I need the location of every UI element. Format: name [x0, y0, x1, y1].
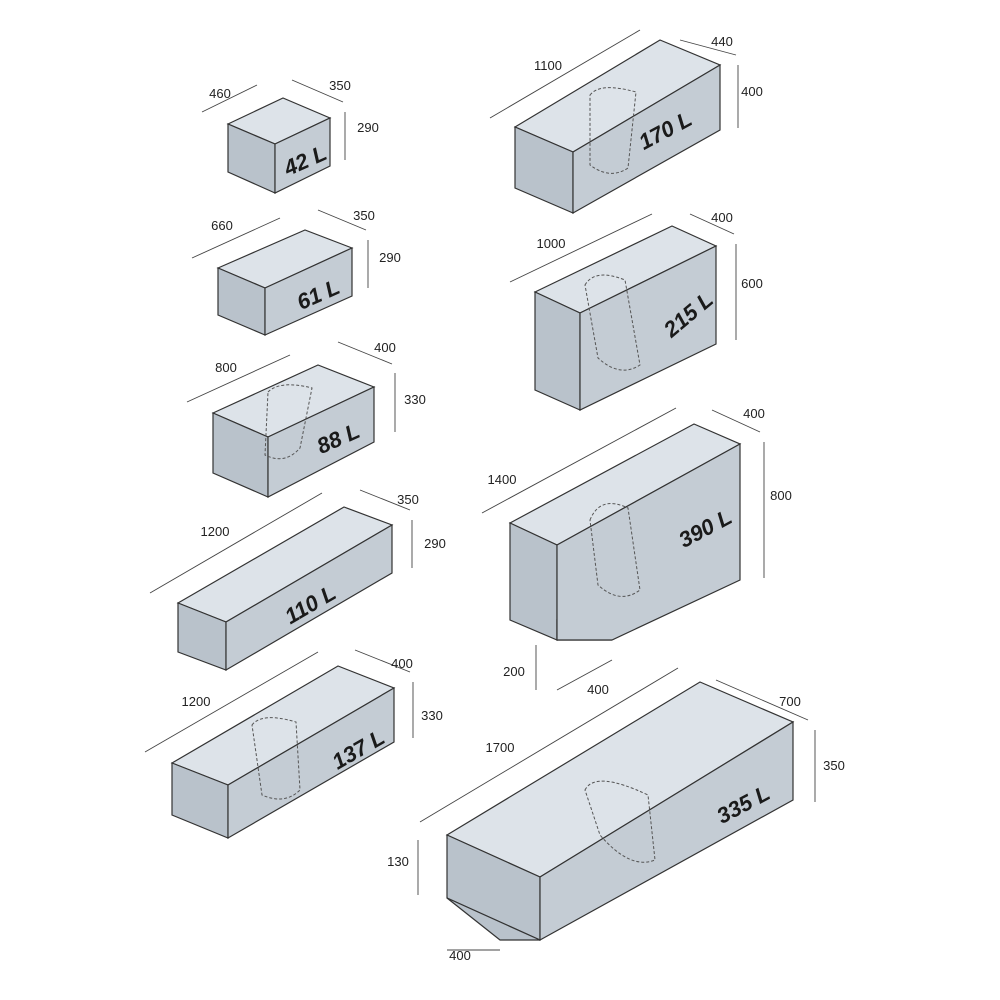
- tank-88l-length: 800: [215, 360, 237, 375]
- tank-42l-length: 460: [209, 86, 231, 101]
- tank-170l-length: 1100: [534, 58, 562, 73]
- tank-110l-height: 290: [424, 536, 446, 551]
- tank-88l: 800 400 330 88 L: [186, 340, 426, 498]
- tank-61l-width: 350: [353, 208, 375, 223]
- tank-137l-height: 330: [421, 708, 443, 723]
- tank-335l-height: 350: [823, 758, 845, 773]
- tank-170l-width: 440: [711, 34, 733, 49]
- tank-335l-chamfer-width: 400: [449, 948, 471, 963]
- tank-42l-height: 290: [357, 120, 379, 135]
- tank-390l-length: 1400: [488, 472, 517, 487]
- tank-110l-length: 1200: [201, 524, 230, 539]
- tank-61l-length: 660: [211, 218, 233, 233]
- tank-215l: 1000 400 600 215 L: [509, 210, 763, 411]
- tank-335l: 1700 700 350 130 400 335 L: [387, 667, 845, 963]
- tank-170l: 1100 440 400 170 L: [489, 29, 763, 215]
- tank-215l-width: 400: [711, 210, 733, 225]
- tank-61l-height: 290: [379, 250, 401, 265]
- tank-215l-height: 600: [741, 276, 763, 291]
- tank-88l-width: 400: [374, 340, 396, 355]
- tank-390l-height: 800: [770, 488, 792, 503]
- tank-390l-chamfer-height: 200: [503, 664, 525, 679]
- tank-137l: 1200 400 330 137 L: [144, 649, 443, 840]
- tank-335l-width: 700: [779, 694, 801, 709]
- tank-137l-length: 1200: [182, 694, 211, 709]
- tank-390l: 1400 400 800 200 400 390 L: [481, 406, 792, 697]
- tank-335l-length: 1700: [486, 740, 515, 755]
- tank-390l-chamfer-width: 400: [587, 682, 609, 697]
- tank-42l: 460 350 290 42 L: [201, 78, 379, 194]
- tank-42l-width: 350: [329, 78, 351, 93]
- tank-110l: 1200 350 290 110 L: [149, 489, 446, 672]
- tank-215l-length: 1000: [537, 236, 566, 251]
- tank-61l: 660 350 290 61 L: [191, 208, 401, 336]
- tank-88l-height: 330: [404, 392, 426, 407]
- tank-390l-width: 400: [743, 406, 765, 421]
- tank-170l-height: 400: [741, 84, 763, 99]
- tank-137l-width: 400: [391, 656, 413, 671]
- tank-110l-width: 350: [397, 492, 419, 507]
- tank-335l-chamfer-height: 130: [387, 854, 409, 869]
